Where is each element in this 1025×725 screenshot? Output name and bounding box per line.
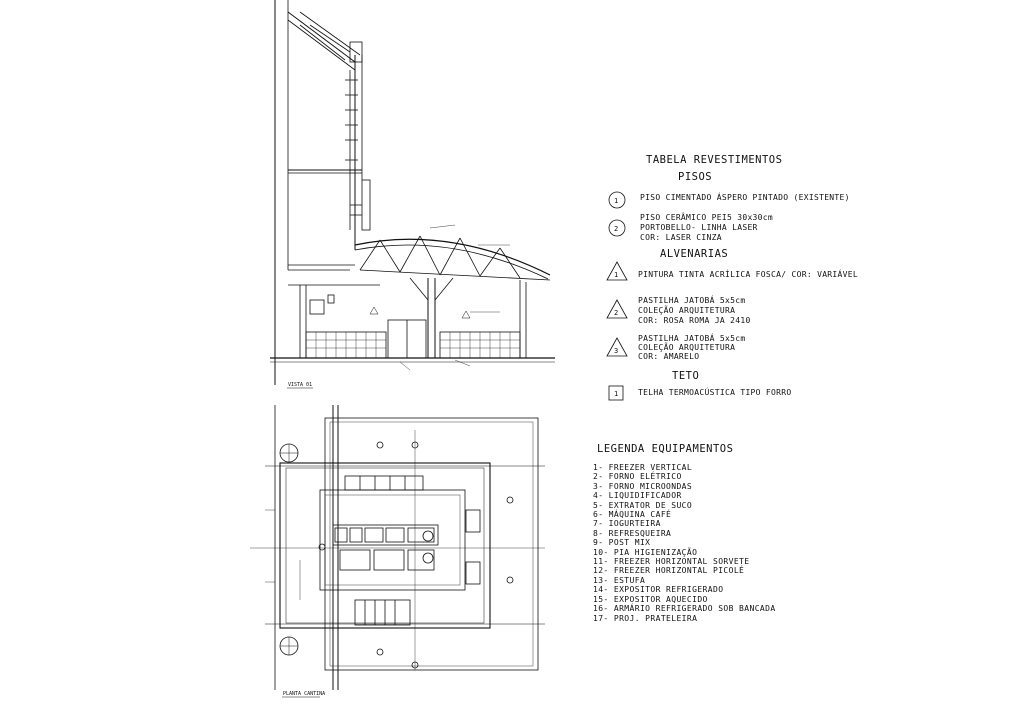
pisos-heading: PISOS xyxy=(678,171,713,183)
square-symbol-1 xyxy=(608,385,624,401)
circle-symbol-2 xyxy=(608,219,626,237)
piso-1-line-1: PISO CIMENTADO ÁSPERO PINTADO (EXISTENTE… xyxy=(640,193,850,202)
alvenaria-2-line-3: COR: ROSA ROMA JA 2410 xyxy=(638,316,751,325)
vista-label: VISTA 01 xyxy=(288,382,313,388)
planta-label: PLANTA CANTINA xyxy=(283,691,326,697)
legenda-item: 6- MÁQUINA CAFÉ xyxy=(593,510,672,520)
symbol-num: 1 xyxy=(614,197,619,205)
legenda-item: 10- PIA HIGIENIZAÇÃO xyxy=(593,547,698,557)
triangle-symbol-2 xyxy=(606,299,628,319)
legenda-item: 15- EXPOSITOR AQUECIDO xyxy=(593,594,708,604)
alvenaria-3-line-2: COLEÇÃO ARQUITETURA xyxy=(638,343,736,352)
legenda-item: 11- FREEZER HORIZONTAL SORVETE xyxy=(593,557,750,567)
alvenaria-2-line-2: COLEÇÃO ARQUITETURA xyxy=(638,306,736,315)
symbol-num: 2 xyxy=(614,225,619,233)
symbol-num: 3 xyxy=(614,347,619,355)
piso-2-line-3: COR: LASER CINZA xyxy=(640,233,722,242)
symbols xyxy=(606,191,628,401)
triangle-symbol-3 xyxy=(606,337,628,357)
legenda-item: 3- FORNO MICROONDAS xyxy=(593,481,693,491)
legenda-item: 14- EXPOSITOR REFRIGERADO xyxy=(593,585,724,595)
legenda-item: 7- IOGURTEIRA xyxy=(593,519,661,529)
legenda-item: 17- PROJ. PRATELEIRA xyxy=(593,613,698,623)
piso-2-line-2: PORTOBELLO- LINHA LASER xyxy=(640,223,758,232)
symbol-num: 1 xyxy=(614,271,619,279)
legenda-title: LEGENDA EQUIPAMENTOS xyxy=(597,443,734,455)
teto-heading: TETO xyxy=(672,370,700,382)
symbol-num: 1 xyxy=(614,390,619,398)
teto-1-line-1: TELHA TERMOACÚSTICA TIPO FORRO xyxy=(638,388,792,397)
legenda-item: 8- REFRESQUEIRA xyxy=(593,528,672,538)
circle-symbol-1 xyxy=(608,191,626,209)
piso-2-line-1: PISO CERÂMICO PEI5 30x30cm xyxy=(640,213,774,222)
legenda-item: 13- ESTUFA xyxy=(593,575,646,585)
revestimentos-title: TABELA REVESTIMENTOS xyxy=(646,154,783,166)
legenda-item: 12- FREEZER HORIZONTAL PICOLÉ xyxy=(593,566,745,576)
legenda-item: 2- FORNO ELÉTRICO xyxy=(593,472,682,482)
legenda-item: 4- LIQUIDIFICADOR xyxy=(593,491,682,501)
legenda-item: 5- EXTRATOR DE SUCO xyxy=(593,500,693,510)
floor-plan-view xyxy=(250,405,545,690)
symbol-num: 2 xyxy=(614,309,619,317)
triangle-symbol-1 xyxy=(606,261,628,281)
legenda-item: 1- FREEZER VERTICAL xyxy=(593,463,693,472)
alvenaria-2-line-1: PASTILHA JATOBÁ 5x5cm xyxy=(638,296,746,305)
alvenaria-3-line-1: PASTILHA JATOBÁ 5x5cm xyxy=(638,334,746,343)
alvenaria-1-line-1: PINTURA TINTA ACRÍLICA FOSCA/ COR: VARIÁ… xyxy=(638,270,859,279)
legenda-item: 9- POST MIX xyxy=(593,538,651,548)
alvenarias-heading: ALVENARIAS xyxy=(660,248,729,260)
elevation-view xyxy=(270,0,555,385)
alvenaria-3-line-3: COR: AMARELO xyxy=(638,352,700,361)
legenda-item: 16- ARMÁRIO REFRIGERADO SOB BANCADA xyxy=(593,604,776,614)
